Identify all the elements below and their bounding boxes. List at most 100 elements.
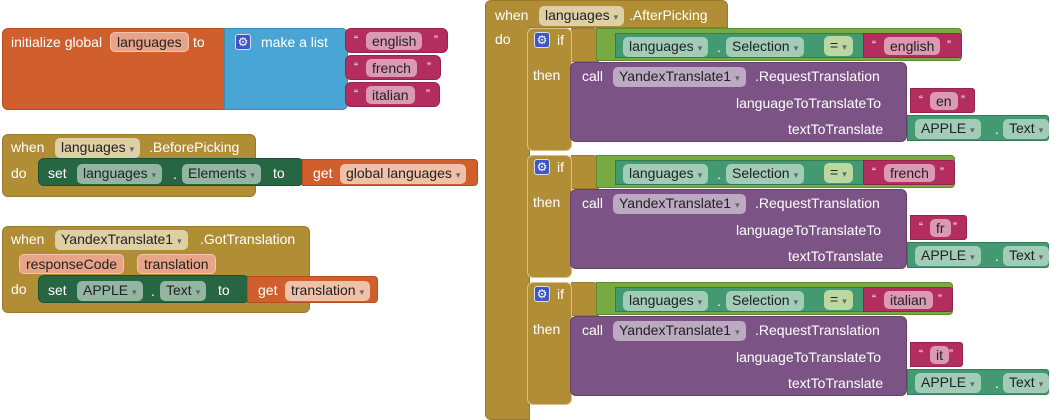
text-block[interactable]: “ french ” [863,160,955,185]
request-translation-call-block[interactable]: call YandexTranslate1▾ .RequestTranslati… [570,189,907,269]
component-dropdown[interactable]: languages▾ [55,138,141,158]
do-label: do [11,165,27,181]
get-global-languages-block[interactable]: get global languages▾ [302,159,478,186]
method-name: .RequestTranslation [755,68,880,84]
language-text-block[interactable]: “ it ” [910,342,963,367]
get-label: get [313,165,333,181]
text-field[interactable]: english [884,37,941,55]
component-dropdown[interactable]: APPLE▾ [915,119,981,139]
text-block[interactable]: “ italian ” [863,287,953,312]
if-block[interactable]: ⚙ if then [527,155,572,278]
when-label: when [495,7,529,23]
event-name: .AfterPicking [629,7,708,23]
compare-block[interactable]: languages▾ . Selection▾ =▾ “ french ” [596,155,955,188]
quote-close: ” [426,87,430,101]
property-dropdown[interactable]: Elements▾ [182,164,261,184]
if-header-fill [571,155,599,189]
quote-open: “ [872,165,876,179]
variable-dropdown[interactable]: translation▾ [285,281,371,301]
component-dropdown[interactable]: languages▾ [623,291,709,311]
variable-dropdown[interactable]: global languages▾ [340,164,467,184]
make-a-list-block[interactable]: ⚙ make a list [224,28,348,110]
property-dropdown[interactable]: Text▾ [1003,246,1050,266]
make-a-list-label: make a list [261,34,328,50]
set-text-block[interactable]: set APPLE▾ . Text▾ to [38,275,249,303]
method-name: .RequestTranslation [755,195,880,211]
if-label: if [557,32,564,48]
gear-icon[interactable]: ⚙ [534,286,550,302]
component-dropdown[interactable]: YandexTranslate1▾ [613,194,746,214]
text-field[interactable]: french [884,164,935,182]
if-label: if [557,159,564,175]
to-label: to [218,282,230,298]
operator-dropdown[interactable]: =▾ [824,36,853,56]
component-dropdown[interactable]: APPLE▾ [915,246,981,266]
set-label: set [48,165,67,181]
arg-label: textToTranslate [788,121,884,137]
property-dropdown[interactable]: Text▾ [1003,373,1050,393]
operator-dropdown[interactable]: =▾ [824,290,853,310]
if-block[interactable]: ⚙ if then [527,28,572,151]
request-translation-call-block[interactable]: call YandexTranslate1▾ .RequestTranslati… [570,316,907,396]
language-text-block[interactable]: “ fr ” [910,215,967,240]
param-translation[interactable]: translation [137,254,216,274]
component-dropdown[interactable]: YandexTranslate1▾ [613,321,746,341]
component-dropdown[interactable]: languages▾ [539,6,625,26]
gear-icon[interactable]: ⚙ [534,32,550,48]
variable-name-field[interactable]: languages [110,32,189,52]
dot: . [717,293,721,309]
gear-icon[interactable]: ⚙ [235,34,251,50]
initialize-global-block[interactable]: initialize global languages to [2,28,228,110]
arg-label: textToTranslate [788,248,884,264]
component-dropdown[interactable]: YandexTranslate1▾ [613,67,746,87]
compare-block[interactable]: languages▾ . Selection▾ =▾ “ italian ” [596,282,953,315]
gear-icon[interactable]: ⚙ [534,159,550,175]
apple-text-getter-block[interactable]: APPLE▾ . Text▾ [907,242,1050,268]
property-dropdown[interactable]: Selection▾ [726,291,805,311]
component-dropdown[interactable]: APPLE▾ [77,281,143,301]
property-dropdown[interactable]: Selection▾ [726,37,805,57]
operator-dropdown[interactable]: =▾ [824,163,853,183]
then-label: then [533,194,561,210]
if-block[interactable]: ⚙ if then [527,282,572,405]
set-elements-block[interactable]: set languages▾ . Elements▾ to [38,158,304,186]
call-label: call [582,322,604,338]
property-dropdown[interactable]: Selection▾ [726,164,805,184]
apple-text-getter-block[interactable]: APPLE▾ . Text▾ [907,369,1050,395]
event-name: .GotTranslation [200,231,296,247]
text-field[interactable]: en [930,92,958,110]
do-label: do [11,281,27,297]
language-text-block[interactable]: “ en ” [910,88,975,113]
dot: . [717,166,721,182]
component-dropdown[interactable]: YandexTranslate1▾ [55,230,188,250]
quote-close: ” [938,292,942,306]
after-picking-event-block[interactable]: when languages▾ .AfterPicking [485,0,728,28]
compare-block[interactable]: languages▾ . Selection▾ =▾ “ english ” [596,28,962,61]
then-label: then [533,67,561,83]
text-block-english[interactable]: “ english ” [345,28,448,53]
text-field[interactable]: italian [366,86,415,104]
if-label: if [557,286,564,302]
quote-open: “ [354,60,358,74]
quote-open: “ [872,38,876,52]
component-dropdown[interactable]: APPLE▾ [915,373,981,393]
text-field[interactable]: english [366,32,423,50]
get-label: get [258,282,278,298]
param-responseCode[interactable]: responseCode [19,254,125,274]
component-dropdown[interactable]: languages▾ [623,164,709,184]
component-dropdown[interactable]: languages▾ [77,164,163,184]
property-dropdown[interactable]: Text▾ [1003,119,1050,139]
text-field[interactable]: fr [930,219,951,237]
text-block[interactable]: “ english ” [863,33,962,58]
when-label: when [11,139,45,155]
get-translation-block[interactable]: get translation▾ [247,276,378,303]
text-block-italian[interactable]: “ italian ” [345,82,440,107]
text-block-french[interactable]: “ french ” [345,55,441,80]
text-field[interactable]: it [930,346,949,364]
request-translation-call-block[interactable]: call YandexTranslate1▾ .RequestTranslati… [570,62,907,142]
component-dropdown[interactable]: languages▾ [623,37,709,57]
text-field[interactable]: italian [884,291,933,309]
apple-text-getter-block[interactable]: APPLE▾ . Text▾ [907,115,1050,141]
property-dropdown[interactable]: Text▾ [160,281,207,301]
text-field[interactable]: french [366,59,417,77]
